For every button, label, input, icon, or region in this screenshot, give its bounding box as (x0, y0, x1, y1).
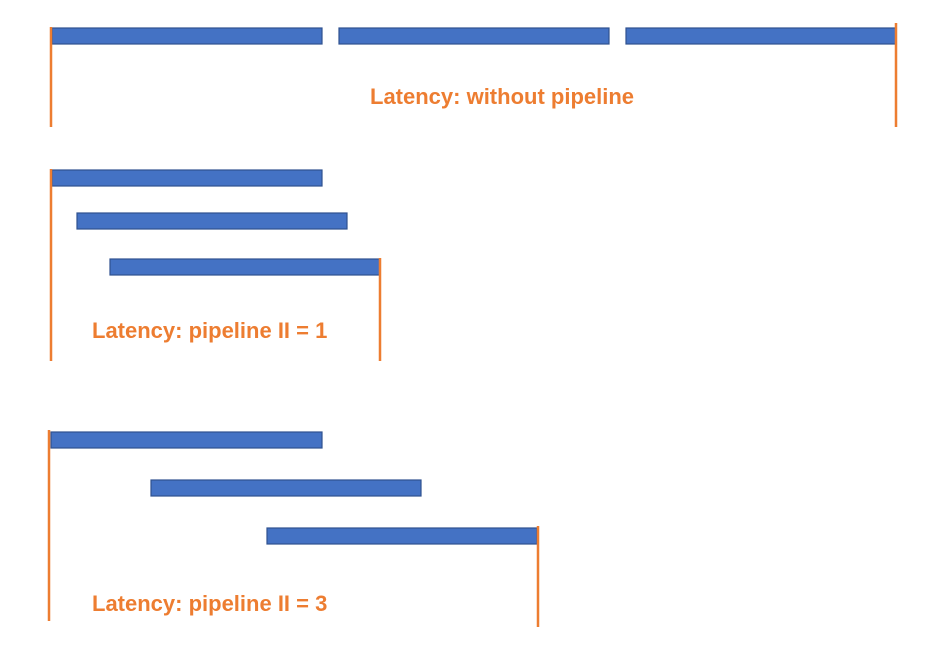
caption-pipeline-ii-3: Latency: pipeline II = 3 (92, 591, 328, 616)
iteration-bar-3 (109, 258, 381, 276)
caption-without-pipeline: Latency: without pipeline (370, 84, 635, 109)
iteration-bar-1 (50, 431, 323, 449)
caption-pipeline-ii-1: Latency: pipeline II = 1 (92, 318, 328, 343)
iteration-bar-3 (625, 27, 897, 45)
iteration-bar-1 (51, 27, 323, 45)
iteration-bar-3 (266, 527, 538, 545)
iteration-bar-2 (76, 212, 348, 230)
scenario-0 (49, 23, 898, 127)
iteration-bar-2 (150, 479, 422, 497)
scenario-1 (49, 169, 382, 361)
iteration-bar-2 (338, 27, 610, 45)
iteration-bar-1 (51, 169, 323, 187)
scenario-2 (47, 430, 540, 627)
